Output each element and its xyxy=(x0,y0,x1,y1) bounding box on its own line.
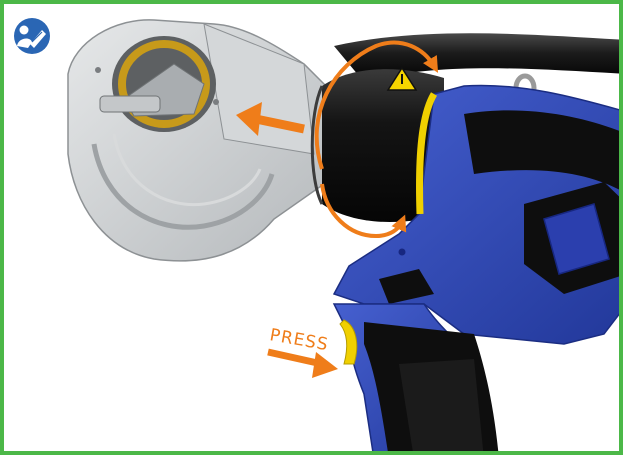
press-arrow xyxy=(268,352,322,364)
crimping-tool-illustration: PRESS xyxy=(4,4,623,455)
crimping-head xyxy=(68,20,334,261)
read-manual-icon xyxy=(14,18,50,54)
